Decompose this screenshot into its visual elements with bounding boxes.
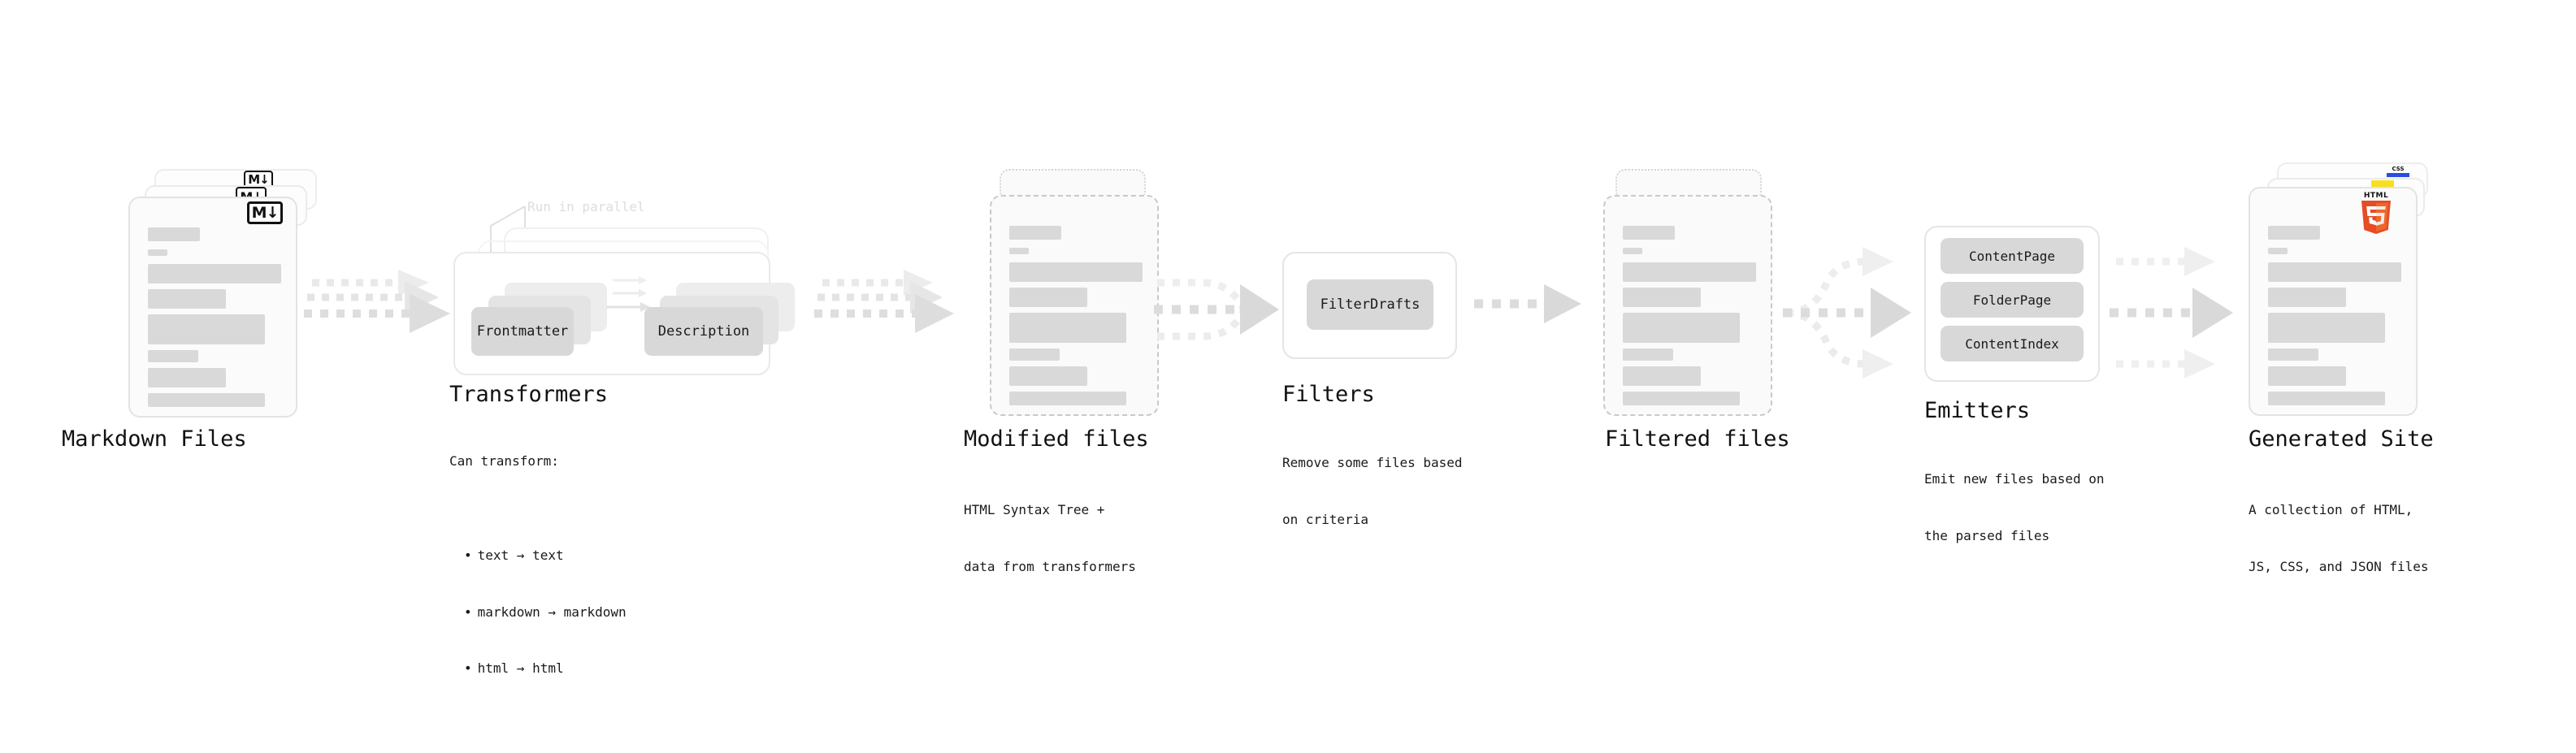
skeleton-line [148, 350, 198, 362]
skeleton-line [148, 227, 200, 241]
filtered-files-title: Filtered files [1605, 426, 1790, 452]
connector-filtered-to-emitters [1776, 237, 1931, 383]
transformers-bullet: text → text [464, 546, 627, 565]
emitters-subtitle-line: Emit new files based on [1924, 471, 2105, 487]
skeleton-line [2268, 313, 2385, 343]
filtered-card-front [1603, 195, 1772, 416]
connector-emitters-to-site [2110, 237, 2264, 383]
emitters-subtitle-line: the parsed files [1924, 527, 2050, 543]
emitters-subtitle: Emit new files based on the parsed files [1924, 432, 2105, 583]
html5-icon-label: HTML [2363, 192, 2389, 200]
modified-files-subtitle-line: HTML Syntax Tree + [964, 502, 1105, 518]
generated-site-subtitle-line: A collection of HTML, [2249, 502, 2413, 518]
transformers-bullet: html → html [464, 659, 627, 677]
chip-description[interactable]: Description [644, 307, 763, 356]
skeleton-line [148, 249, 167, 256]
skeleton-line [1009, 366, 1087, 386]
transformers-bullet: markdown → markdown [464, 603, 627, 621]
chip-frontmatter[interactable]: Frontmatter [471, 307, 574, 356]
skeleton-line [2268, 288, 2346, 307]
connector-filters-to-filtered [1472, 284, 1602, 335]
skeleton-line [1623, 288, 1701, 307]
chip-filterdrafts[interactable]: FilterDrafts [1307, 279, 1433, 330]
filters-subtitle-line: on criteria [1282, 511, 1368, 527]
skeleton-line [148, 314, 265, 344]
transformers-title: Transformers [449, 382, 609, 407]
skeleton-line [2268, 226, 2320, 240]
skeleton-line [1623, 226, 1675, 240]
generated-site-subtitle: A collection of HTML, JS, CSS, and JSON … [2249, 463, 2429, 614]
modified-card-front [990, 195, 1159, 416]
filters-subtitle-line: Remove some files based [1282, 455, 1463, 471]
skeleton-line [2268, 348, 2318, 361]
filters-title: Filters [1282, 382, 1375, 407]
css-icon: CSS [2387, 166, 2409, 177]
transformers-subtitle-heading: Can transform: [449, 453, 559, 470]
skeleton-line [148, 289, 226, 309]
connector-transformers-to-modified [814, 268, 980, 349]
skeleton-line [1009, 348, 1060, 361]
html5-icon: HTML [2358, 192, 2394, 234]
skeleton-line [1623, 348, 1673, 361]
transformers-bullets: text → text markdown → markdown html → h… [449, 508, 627, 716]
markdown-icon: M↓ [247, 201, 283, 224]
modified-files-subtitle-line: data from transformers [964, 558, 1136, 574]
skeleton-line [1009, 288, 1087, 307]
skeleton-line [2268, 248, 2288, 254]
skeleton-line [1009, 262, 1143, 282]
generated-site-title: Generated Site [2249, 426, 2434, 452]
chip-contentindex[interactable]: ContentIndex [1941, 326, 2084, 361]
skeleton-line [1009, 313, 1126, 343]
skeleton-line [148, 368, 226, 387]
skeleton-line [1623, 248, 1642, 254]
skeleton-line [2268, 366, 2346, 386]
modified-files-title: Modified files [964, 426, 1149, 452]
transformers-subtitle: Can transform: text → text markdown → ma… [449, 414, 627, 753]
skeleton-line [1009, 392, 1126, 405]
skeleton-line [1623, 392, 1740, 405]
skeleton-line [1009, 248, 1029, 254]
modified-files-subtitle: HTML Syntax Tree + data from transformer… [964, 463, 1136, 614]
run-in-parallel-pointer [455, 203, 544, 268]
skeleton-line [2268, 262, 2401, 282]
connector-modified-to-filters [1146, 258, 1292, 372]
css-icon-label: CSS [2392, 166, 2405, 172]
skeleton-line [1009, 226, 1061, 240]
skeleton-line [148, 264, 281, 283]
emitters-title: Emitters [1924, 398, 2031, 423]
markdown-files-title: Markdown Files [62, 426, 247, 452]
chip-contentpage[interactable]: ContentPage [1941, 238, 2084, 274]
run-in-parallel-annotation: Run in parallel [527, 199, 645, 214]
skeleton-line [1623, 262, 1756, 282]
transformer-inner-arrows [606, 273, 668, 330]
connector-md-to-transformers [304, 268, 470, 349]
markdown-icon-back: M↓ [244, 171, 273, 188]
filters-subtitle: Remove some files based on criteria [1282, 416, 1463, 567]
chip-folderpage[interactable]: FolderPage [1941, 282, 2084, 318]
skeleton-line [1623, 366, 1701, 386]
skeleton-line [148, 393, 265, 407]
skeleton-line [2268, 392, 2385, 405]
skeleton-line [1623, 313, 1740, 343]
site-card-front [2249, 187, 2418, 416]
markdown-card-front [128, 197, 297, 418]
generated-site-subtitle-line: JS, CSS, and JSON files [2249, 558, 2429, 574]
diagram-canvas: M↓ M↓ M↓ Markdown Files [0, 0, 2576, 681]
